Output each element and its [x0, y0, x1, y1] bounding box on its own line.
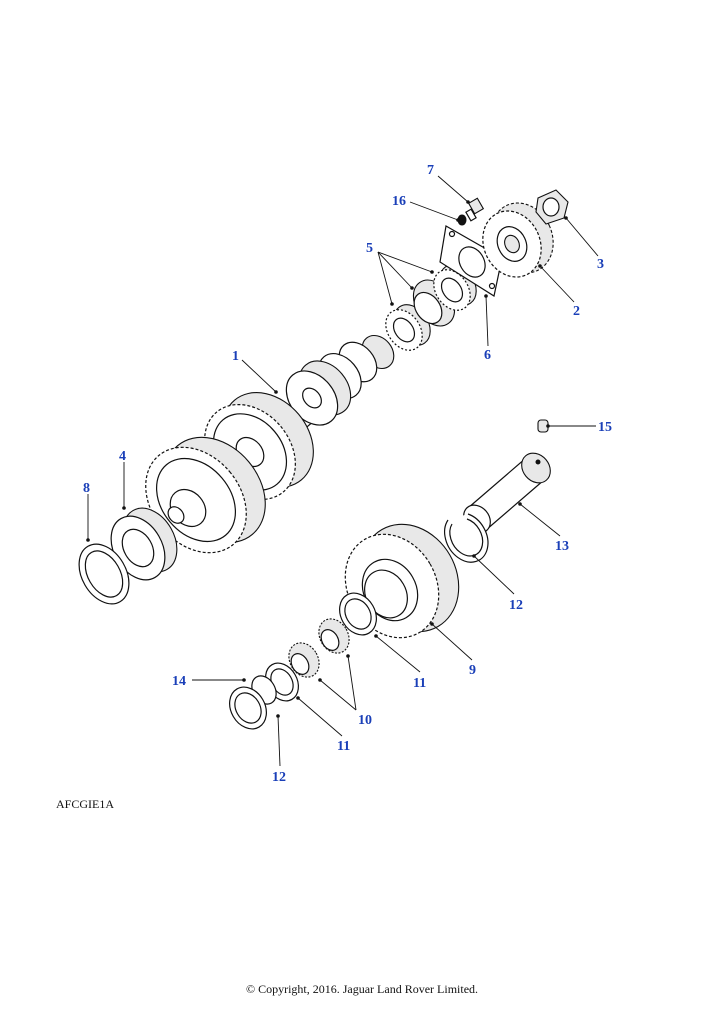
shaft-small-gear [285, 360, 352, 426]
callout-12-lower: 12 [272, 770, 286, 785]
layshaft-13 [463, 452, 551, 534]
callout-13: 13 [555, 539, 569, 554]
bearing-4 [110, 507, 178, 581]
shim-8 [78, 543, 130, 605]
callout-16: 16 [392, 194, 406, 209]
needle-bearings-10 [288, 618, 350, 678]
diagram-reference-code: AFCGIE1A [56, 797, 114, 811]
callout-7: 7 [427, 163, 434, 178]
callout-5: 5 [366, 241, 373, 256]
circlip-12-lower [229, 686, 267, 730]
callout-4: 4 [119, 449, 126, 464]
callout-11-upper: 11 [413, 676, 426, 691]
spacer-11-upper [339, 592, 377, 636]
callout-2: 2 [573, 304, 580, 319]
leader-lines [86, 175, 599, 767]
nut-3 [535, 189, 569, 225]
retaining-plate-6 [439, 225, 503, 297]
callout-8: 8 [83, 481, 90, 496]
callout-10: 10 [358, 713, 372, 728]
shaft-large-gear [145, 436, 266, 554]
callout-15: 15 [598, 420, 612, 435]
callout-12-upper: 12 [509, 598, 523, 613]
callout-1: 1 [232, 349, 239, 364]
callout-14: 14 [172, 674, 186, 689]
copyright-notice: © Copyright, 2016. Jaguar Land Rover Lim… [245, 982, 479, 996]
callout-3: 3 [597, 257, 604, 272]
bolt-7 [465, 197, 485, 222]
mainshaft-assembly [145, 334, 395, 554]
gear-2 [482, 202, 554, 278]
callout-6: 6 [484, 348, 491, 363]
callout-9: 9 [469, 663, 476, 678]
callout-labels: 1 2 3 4 5 6 7 8 9 10 11 11 12 12 13 14 1… [83, 163, 612, 785]
circlip-12-upper [444, 513, 489, 563]
callout-11-lower: 11 [337, 739, 350, 754]
cluster-gear-9 [344, 523, 460, 639]
